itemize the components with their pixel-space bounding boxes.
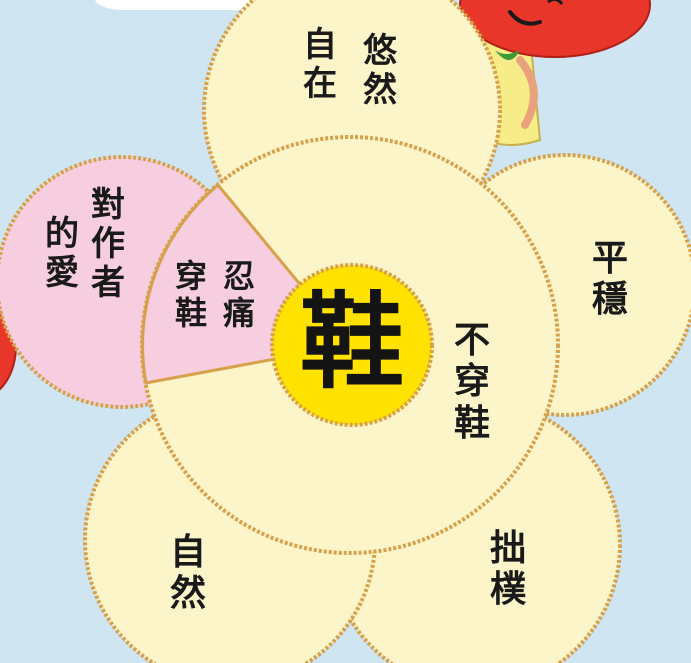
mascot-head (459, 0, 651, 58)
inner-right-label: 不 穿 鞋 (453, 320, 490, 444)
mascot-arm (516, 56, 538, 129)
mascot-mouth (508, 10, 542, 26)
petal-top-col-left: 自 在 (303, 25, 337, 105)
petal-bottom-right-label: 拙 樸 (489, 528, 526, 611)
petal-upper-left-col-left: 的 愛 (45, 214, 79, 294)
center-label: 鞋 (299, 280, 404, 403)
mascot-leaf (495, 50, 520, 60)
petal-bottom-left-label: 自 然 (169, 532, 206, 615)
inner-pink-col-right: 忍 痛 (222, 257, 255, 332)
petal-upper-left-col-right: 對 作 者 (91, 185, 125, 304)
petal-right-label: 平 穩 (591, 238, 628, 321)
center-circle (270, 263, 434, 427)
inner-pink-col-left: 穿 鞋 (174, 257, 207, 332)
mascot-eye (547, 0, 564, 5)
petal-top-col-right: 悠 然 (363, 31, 397, 111)
